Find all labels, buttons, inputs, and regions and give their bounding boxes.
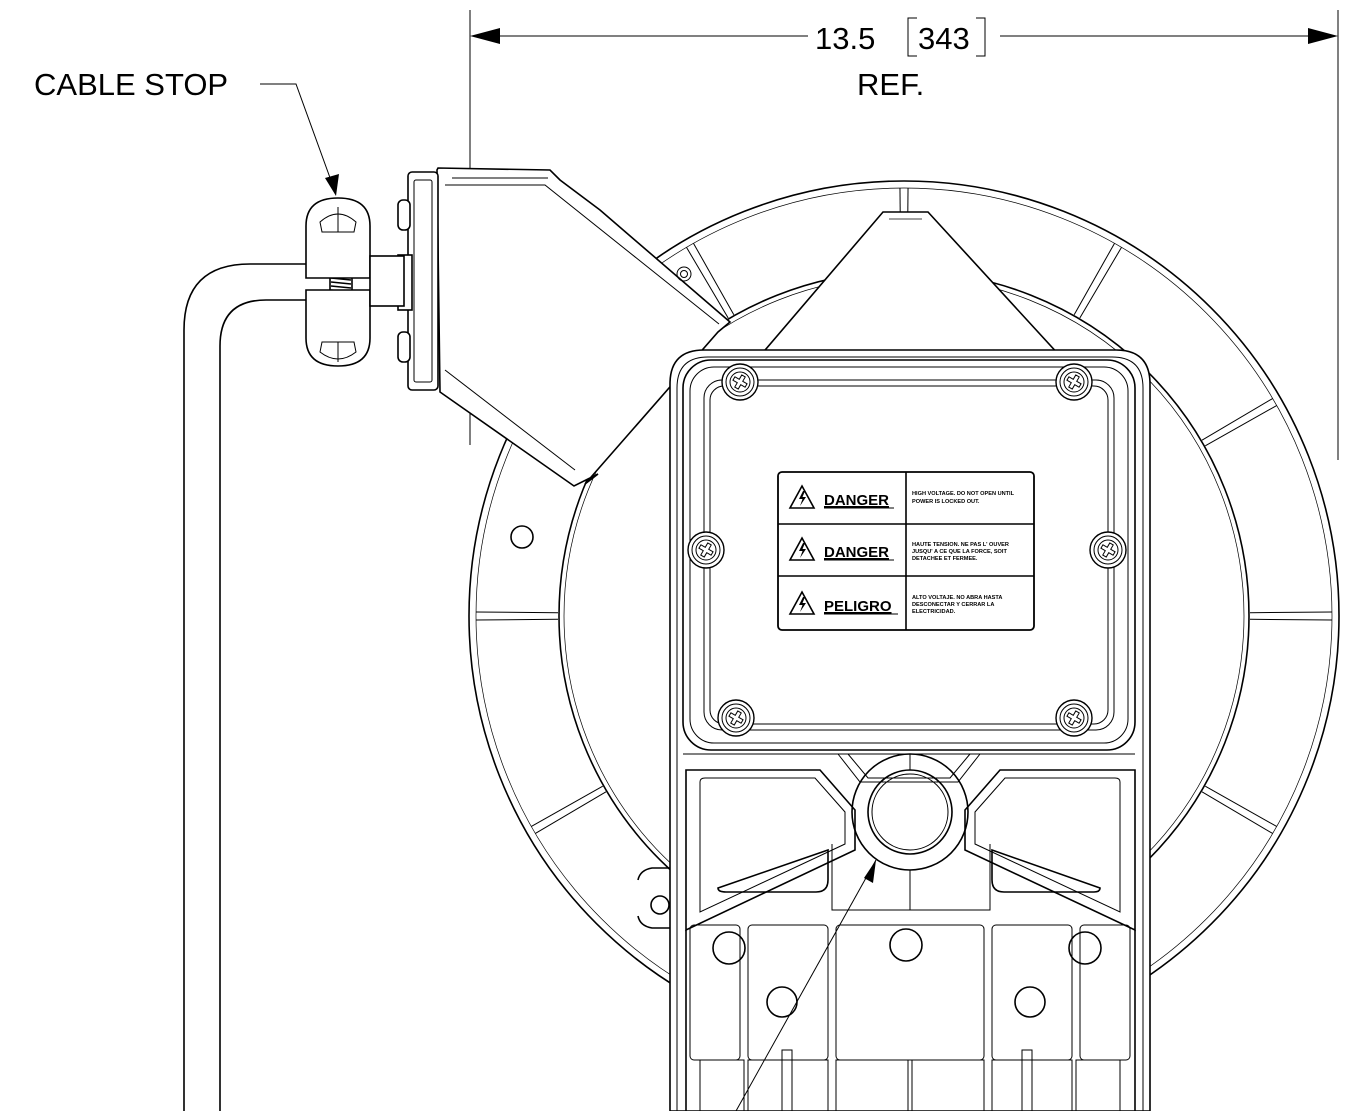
housing-base bbox=[685, 753, 1136, 1111]
screw-icon bbox=[721, 363, 759, 401]
cover-screws bbox=[687, 363, 1127, 737]
screw-icon bbox=[1089, 531, 1127, 569]
reel-support-cone bbox=[758, 211, 1062, 357]
warning-row-2: DANGER HAUTE TENSION. NE PAS L' OUVER JU… bbox=[788, 536, 1009, 562]
warning-text-2-line-1: HAUTE TENSION. NE PAS L' OUVER bbox=[912, 542, 1009, 548]
cable-stop-callout: CABLE STOP bbox=[34, 67, 339, 196]
flange-rib bbox=[686, 247, 729, 319]
flange-rib bbox=[535, 791, 607, 834]
electric-hazard-icon bbox=[788, 590, 816, 615]
warning-row-3: PELIGRO ALTO VOLTAJE. NO ABRA HASTA DESC… bbox=[788, 590, 1002, 615]
warning-row-1: DANGER HIGH VOLTAGE. DO NOT OPEN UNTIL P… bbox=[788, 484, 1015, 509]
flange-rib bbox=[1201, 398, 1273, 441]
dimension-value-mm: 343 bbox=[918, 21, 970, 56]
flange-rib bbox=[1079, 247, 1122, 319]
warning-signal-word-3: PELIGRO bbox=[824, 598, 892, 615]
warning-text-3-line-3: ELECTRICIDAD. bbox=[912, 609, 956, 615]
warning-text-3-line-2: DESCONECTAR Y CERRAR LA bbox=[912, 602, 994, 608]
mounting-arm bbox=[397, 167, 732, 487]
dimension-ref-label: REF. bbox=[857, 67, 924, 102]
flange-rib bbox=[1249, 611, 1332, 614]
flange-hole-left bbox=[510, 525, 534, 549]
overall-width-dimension: 13.5 343 REF. bbox=[469, 10, 1339, 460]
flange-rib bbox=[1205, 405, 1277, 447]
dimension-arrow-left bbox=[470, 28, 500, 44]
flange-rib bbox=[476, 618, 559, 621]
electric-hazard-icon bbox=[788, 484, 816, 509]
warning-text-1-line-1: HIGH VOLTAGE. DO NOT OPEN UNTIL bbox=[912, 491, 1015, 497]
warning-label: DANGER HIGH VOLTAGE. DO NOT OPEN UNTIL P… bbox=[777, 471, 1035, 631]
warning-text-2-line-2: JUSQU' A CE QUE LA FORCE, SOIT bbox=[912, 549, 1007, 555]
dimension-value-inches: 13.5 bbox=[815, 21, 875, 56]
cable-stop-label: CABLE STOP bbox=[34, 67, 228, 102]
warning-text-1-line-2: POWER IS LOCKED OUT. bbox=[912, 499, 980, 505]
boss-leader bbox=[735, 859, 877, 1111]
screw-icon bbox=[1055, 699, 1093, 737]
warning-signal-word-2: DANGER bbox=[824, 544, 889, 561]
flange-rib bbox=[1205, 785, 1277, 827]
screw-icon bbox=[687, 531, 725, 569]
flange-rib bbox=[1249, 618, 1332, 621]
flange-rib bbox=[476, 611, 559, 614]
warning-text-3-line-1: ALTO VOLTAJE. NO ABRA HASTA bbox=[912, 595, 1002, 601]
electric-hazard-icon bbox=[788, 536, 816, 561]
flange-rib bbox=[693, 243, 735, 315]
boss-leader-arrow bbox=[864, 860, 876, 883]
cable bbox=[183, 263, 306, 1111]
warning-signal-word-1: DANGER bbox=[824, 492, 889, 509]
dimension-arrow-right bbox=[1308, 28, 1338, 44]
screw-icon bbox=[1055, 363, 1093, 401]
cable-stop bbox=[305, 197, 405, 367]
flange-rib bbox=[1073, 243, 1115, 315]
flange-hole-lower bbox=[650, 895, 670, 915]
screw-icon bbox=[717, 699, 755, 737]
flange-rib bbox=[531, 785, 603, 827]
callout-arrow bbox=[325, 174, 339, 196]
flange-rib bbox=[1201, 791, 1273, 834]
warning-text-2-line-3: DETACHEE ET FERMEE. bbox=[912, 556, 978, 562]
